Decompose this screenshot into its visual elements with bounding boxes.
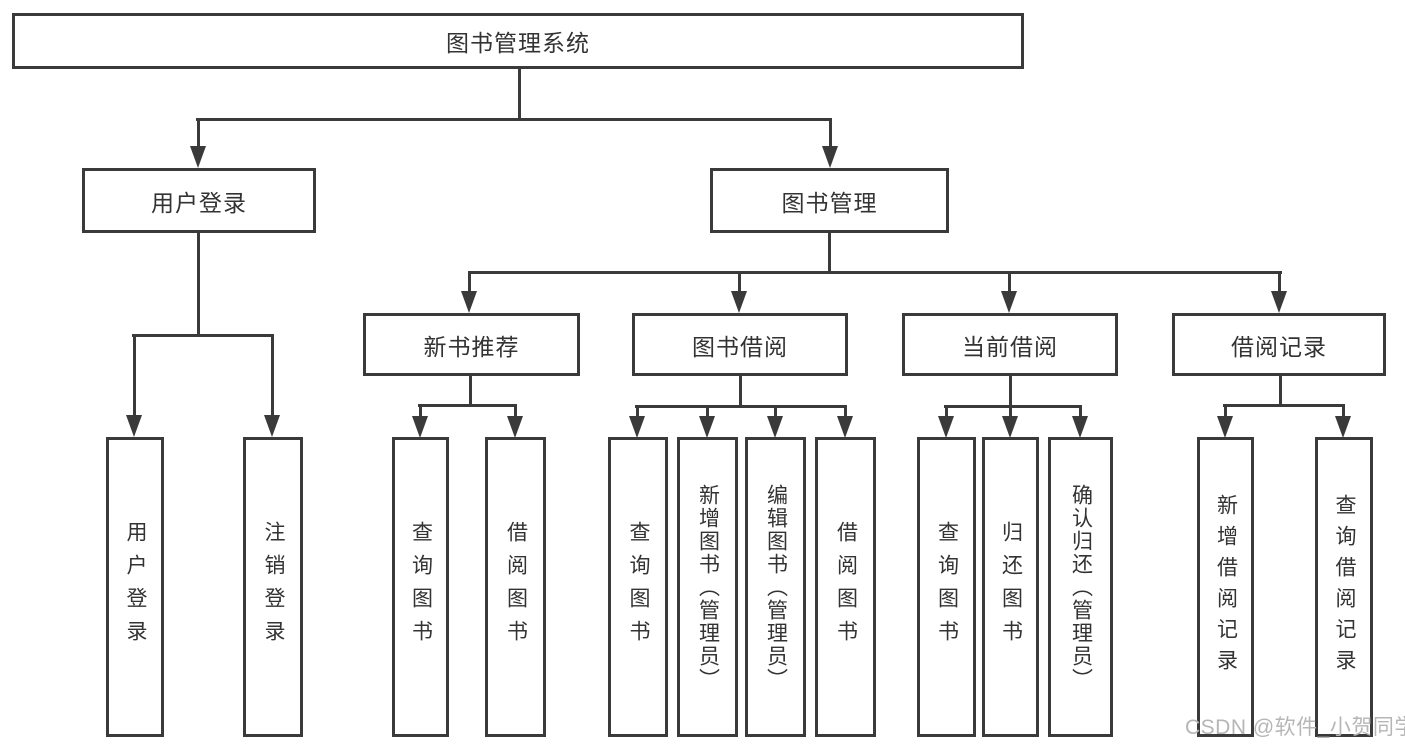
arrowhead-down-icon bbox=[412, 416, 428, 438]
connector-hline bbox=[132, 334, 274, 337]
connector-vline bbox=[1079, 405, 1082, 418]
arrowhead-down-icon bbox=[1002, 416, 1018, 438]
arrowhead-down-icon bbox=[1001, 291, 1017, 313]
leaf-user-login: 用户登录 bbox=[106, 437, 164, 737]
node-new-book-recommendation: 新书推荐 bbox=[363, 313, 580, 376]
leaf-query-books-2: 查询图书 bbox=[608, 437, 668, 737]
arrowhead-down-icon bbox=[1271, 291, 1287, 313]
connector-vline bbox=[1278, 271, 1281, 293]
connector-vline bbox=[469, 376, 472, 406]
csdn-watermark: CSDN @软件_小贺同学 bbox=[1185, 716, 1405, 739]
leaf-borrow-books-2: 借阅图书 bbox=[815, 437, 876, 737]
arrowhead-down-icon bbox=[629, 416, 645, 438]
leaf-query-borrow-record: 查询借阅记录 bbox=[1315, 437, 1373, 737]
arrowhead-down-icon bbox=[126, 415, 142, 437]
arrowhead-down-icon bbox=[837, 416, 853, 438]
leaf-borrow-books-1: 借阅图书 bbox=[485, 437, 546, 737]
connector-vline bbox=[1224, 404, 1227, 418]
connector-vline bbox=[945, 405, 948, 418]
connector-vline bbox=[774, 405, 777, 418]
connector-vline bbox=[739, 376, 742, 406]
connector-vline bbox=[829, 118, 832, 148]
arrowhead-down-icon bbox=[461, 291, 477, 313]
connector-root-stem bbox=[518, 68, 521, 119]
arrowhead-down-icon bbox=[190, 146, 206, 168]
leaf-confirm-return-admin: 确认归还（管理员） bbox=[1048, 437, 1113, 737]
leaf-edit-books-admin: 编辑图书（管理员） bbox=[745, 437, 806, 737]
arrowhead-down-icon bbox=[938, 416, 954, 438]
connector-hline bbox=[635, 405, 846, 408]
arrowhead-down-icon bbox=[264, 415, 280, 437]
arrowhead-down-icon bbox=[507, 416, 523, 438]
arrowhead-down-icon bbox=[1072, 416, 1088, 438]
arrowhead-down-icon bbox=[767, 416, 783, 438]
connector-vline bbox=[1279, 376, 1282, 406]
connector-vline bbox=[706, 405, 709, 418]
leaf-add-books-admin: 新增图书（管理员） bbox=[677, 437, 738, 737]
node-book-management: 图书管理 bbox=[710, 168, 949, 233]
connector-vline bbox=[738, 271, 741, 293]
connector-vline bbox=[844, 405, 847, 418]
connector-hline bbox=[1223, 404, 1344, 407]
arrowhead-down-icon bbox=[822, 146, 838, 168]
connector-vline bbox=[197, 233, 200, 336]
node-library-management-system: 图书管理系统 bbox=[12, 13, 1024, 69]
node-current-borrowing: 当前借阅 bbox=[902, 313, 1118, 376]
connector-vline bbox=[133, 334, 136, 418]
connector-vline bbox=[419, 404, 422, 418]
arrowhead-down-icon bbox=[699, 416, 715, 438]
leaf-logout: 注销登录 bbox=[243, 437, 303, 737]
connector-vline bbox=[468, 271, 471, 293]
arrowhead-down-icon bbox=[1217, 416, 1233, 438]
connector-vline bbox=[1009, 376, 1012, 406]
connector-root-hline bbox=[196, 118, 832, 121]
connector-vline bbox=[1009, 405, 1012, 418]
leaf-add-borrow-record: 新增借阅记录 bbox=[1197, 437, 1254, 737]
connector-hline bbox=[468, 271, 1282, 274]
connector-vline bbox=[197, 118, 200, 148]
arrowhead-down-icon bbox=[1335, 416, 1351, 438]
connector-vline bbox=[1008, 271, 1011, 293]
node-book-borrowing: 图书借阅 bbox=[632, 313, 848, 376]
node-user-login: 用户登录 bbox=[82, 168, 316, 233]
connector-hline bbox=[418, 404, 517, 407]
leaf-query-books-3: 查询图书 bbox=[917, 437, 976, 737]
leaf-query-books-1: 查询图书 bbox=[392, 437, 449, 737]
node-borrowing-records: 借阅记录 bbox=[1172, 313, 1386, 376]
connector-vline bbox=[1342, 404, 1345, 418]
arrowhead-down-icon bbox=[731, 291, 747, 313]
connector-vline bbox=[636, 405, 639, 418]
connector-vline bbox=[271, 334, 274, 418]
connector-hline bbox=[944, 405, 1082, 408]
connector-vline bbox=[514, 404, 517, 418]
connector-vline bbox=[828, 233, 831, 273]
leaf-return-books: 归还图书 bbox=[982, 437, 1039, 737]
